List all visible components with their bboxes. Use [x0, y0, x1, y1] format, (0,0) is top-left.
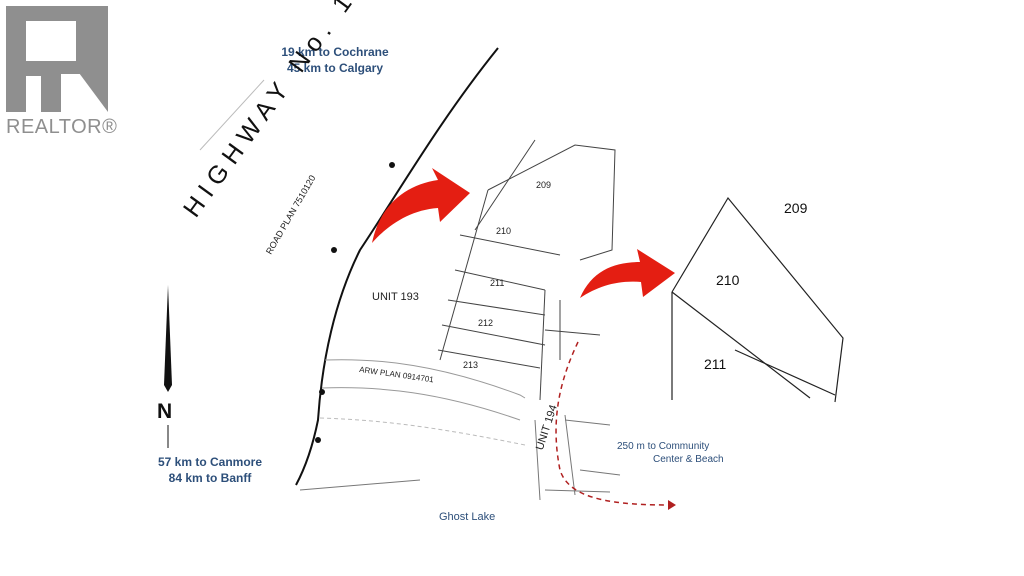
- zoom-lot-number: 210: [716, 272, 740, 288]
- arw-plan-boundary: [319, 417, 526, 446]
- road-edge-line: [199, 79, 265, 151]
- arw-plan-boundary: [321, 387, 521, 421]
- arw-plan-boundary: [324, 359, 526, 399]
- survey-marker: [319, 389, 325, 395]
- survey-marker: [315, 437, 321, 443]
- survey-marker: [331, 247, 337, 253]
- lot-number: 213: [463, 360, 479, 370]
- realtor-logo-icon: [6, 6, 108, 112]
- zoom-lot-number: 211: [704, 356, 727, 372]
- red-pointer-arrow-2: [580, 249, 675, 298]
- north-label: N: [157, 400, 173, 423]
- distance-cochrane: 19 km to Cochrane: [281, 45, 389, 59]
- unit-193-label: UNIT 193: [372, 291, 419, 303]
- lot-number: 210: [496, 226, 512, 236]
- distance-canmore: 57 km to Canmore: [157, 455, 263, 469]
- north-distance-label: 19 km to Cochrane 45 km to Calgary: [270, 44, 400, 76]
- lot-number: 209: [536, 180, 552, 190]
- survey-marker: [389, 162, 395, 168]
- lot-number: 212: [478, 318, 494, 328]
- zoom-lot-number: 209: [784, 200, 808, 216]
- distance-calgary: 45 km to Calgary: [286, 61, 384, 75]
- route-arrowhead-icon: [668, 500, 676, 510]
- lower-parcels: [299, 414, 621, 501]
- community-line-1: 250 m to Community: [617, 441, 710, 452]
- community-distance-label: 250 m to Community Center & Beach: [617, 440, 724, 466]
- red-pointer-arrow-1: [372, 168, 470, 243]
- zoom-lot-outlines: [671, 196, 844, 403]
- realtor-wordmark: REALTOR®: [6, 116, 118, 138]
- dashed-route-path: [555, 341, 669, 506]
- community-line-2: Center & Beach: [653, 454, 724, 465]
- lot-outlines: [437, 139, 616, 401]
- distance-banff: 84 km to Banff: [168, 471, 252, 485]
- north-arrow-icon: [164, 285, 172, 392]
- highway-boundary-line: [295, 47, 499, 486]
- lot-number: 211: [490, 278, 505, 288]
- ghost-lake-label: Ghost Lake: [439, 511, 496, 523]
- south-distance-label: 57 km to Canmore 84 km to Banff: [145, 454, 275, 486]
